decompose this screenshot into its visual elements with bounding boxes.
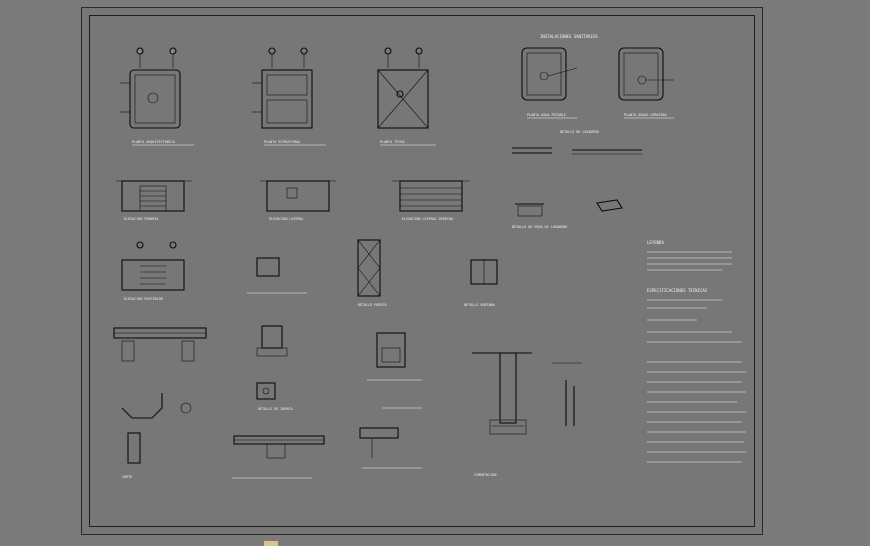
cad-drawing: INSTALACIONES SANITARIAS PLANTA ARQUITEC… [113, 34, 746, 479]
legend-block: LEYENDA ESPECIFICACIONES TECNICAS [647, 240, 746, 463]
grid-markers: 1 2 [138, 50, 173, 54]
detail-column [367, 332, 422, 409]
detail-door: DETALLE PUERTA [357, 239, 387, 307]
plan-view-4: PLANTA AGUA POTABLE [521, 47, 578, 119]
notes-title: ESPECIFICACIONES TECNICAS [647, 288, 708, 293]
elevation-1: ELEVACION FRONTAL [116, 180, 192, 221]
detail-zapata-title: DETALLE DE ZAPATA [258, 407, 293, 411]
elevation-2-title: ELEVACION LATERAL [269, 217, 304, 221]
detail-footing-title: CORTE [122, 475, 132, 479]
drawing-sheet: INSTALACIONES SANITARIAS PLANTA ARQUITEC… [81, 7, 763, 535]
elevation-2: ELEVACION LATERAL [260, 180, 336, 221]
detail-lavadero: DETALLE DE LAVADERO DETALLE DE POZA DE L… [512, 130, 642, 229]
detail-floor-section [232, 435, 325, 479]
grid-marker-1: 1 [138, 50, 140, 54]
layout-tab-marker[interactable] [264, 541, 278, 546]
detail-small-1 [247, 257, 307, 294]
plan-4-title: PLANTA AGUA POTABLE [527, 113, 566, 117]
sheet-border [89, 15, 755, 527]
plan-1-title: PLANTA ARQUITECTONICA [132, 140, 175, 144]
grid-marker-2: 2 [171, 50, 173, 54]
detail-wall-section [113, 327, 207, 362]
header-title: INSTALACIONES SANITARIAS [540, 34, 598, 39]
detail-lavadero-title: DETALLE DE LAVADERO [560, 130, 599, 134]
detail-zapata: DETALLE DE ZAPATA [256, 325, 293, 411]
detail-cimiento-title: CIMENTACION [474, 473, 496, 477]
detail-rebar [552, 362, 582, 426]
elevation-3-title: ELEVACION LATERAL DERECHA [402, 217, 453, 221]
plan-2-title: PLANTA ESTRUCTURAL [264, 140, 301, 144]
plan-5-title: PLANTA AGUAS SERVIDAS [624, 113, 667, 117]
detail-window-title: DETALLE VENTANA [464, 303, 495, 307]
plan-view-1: PLANTA ARQUITECTONICA [120, 47, 194, 146]
plan-view-2: PLANTA ESTRUCTURAL [252, 47, 326, 146]
detail-slab [359, 427, 422, 469]
detail-foundation-footing: CORTE [121, 393, 192, 479]
elevation-3: ELEVACION LATERAL DERECHA [392, 180, 470, 221]
legend-title: LEYENDA [647, 240, 664, 245]
plan-view-5: PLANTA AGUAS SERVIDAS [618, 47, 674, 119]
detail-cimiento: CIMENTACION [472, 352, 532, 477]
plan-3-title: PLANTA TECHO [380, 140, 405, 144]
detail-door-title: DETALLE PUERTA [358, 303, 387, 307]
elevation-4-title: ELEVACION POSTERIOR [124, 297, 164, 301]
detail-poza-title: DETALLE DE POZA DE LAVADERO [512, 225, 567, 229]
elevation-1-title: ELEVACION FRONTAL [124, 217, 159, 221]
detail-window: DETALLE VENTANA [464, 259, 498, 307]
plan-view-3: PLANTA TECHO [377, 47, 436, 146]
elevation-4: ELEVACION POSTERIOR [121, 241, 185, 301]
